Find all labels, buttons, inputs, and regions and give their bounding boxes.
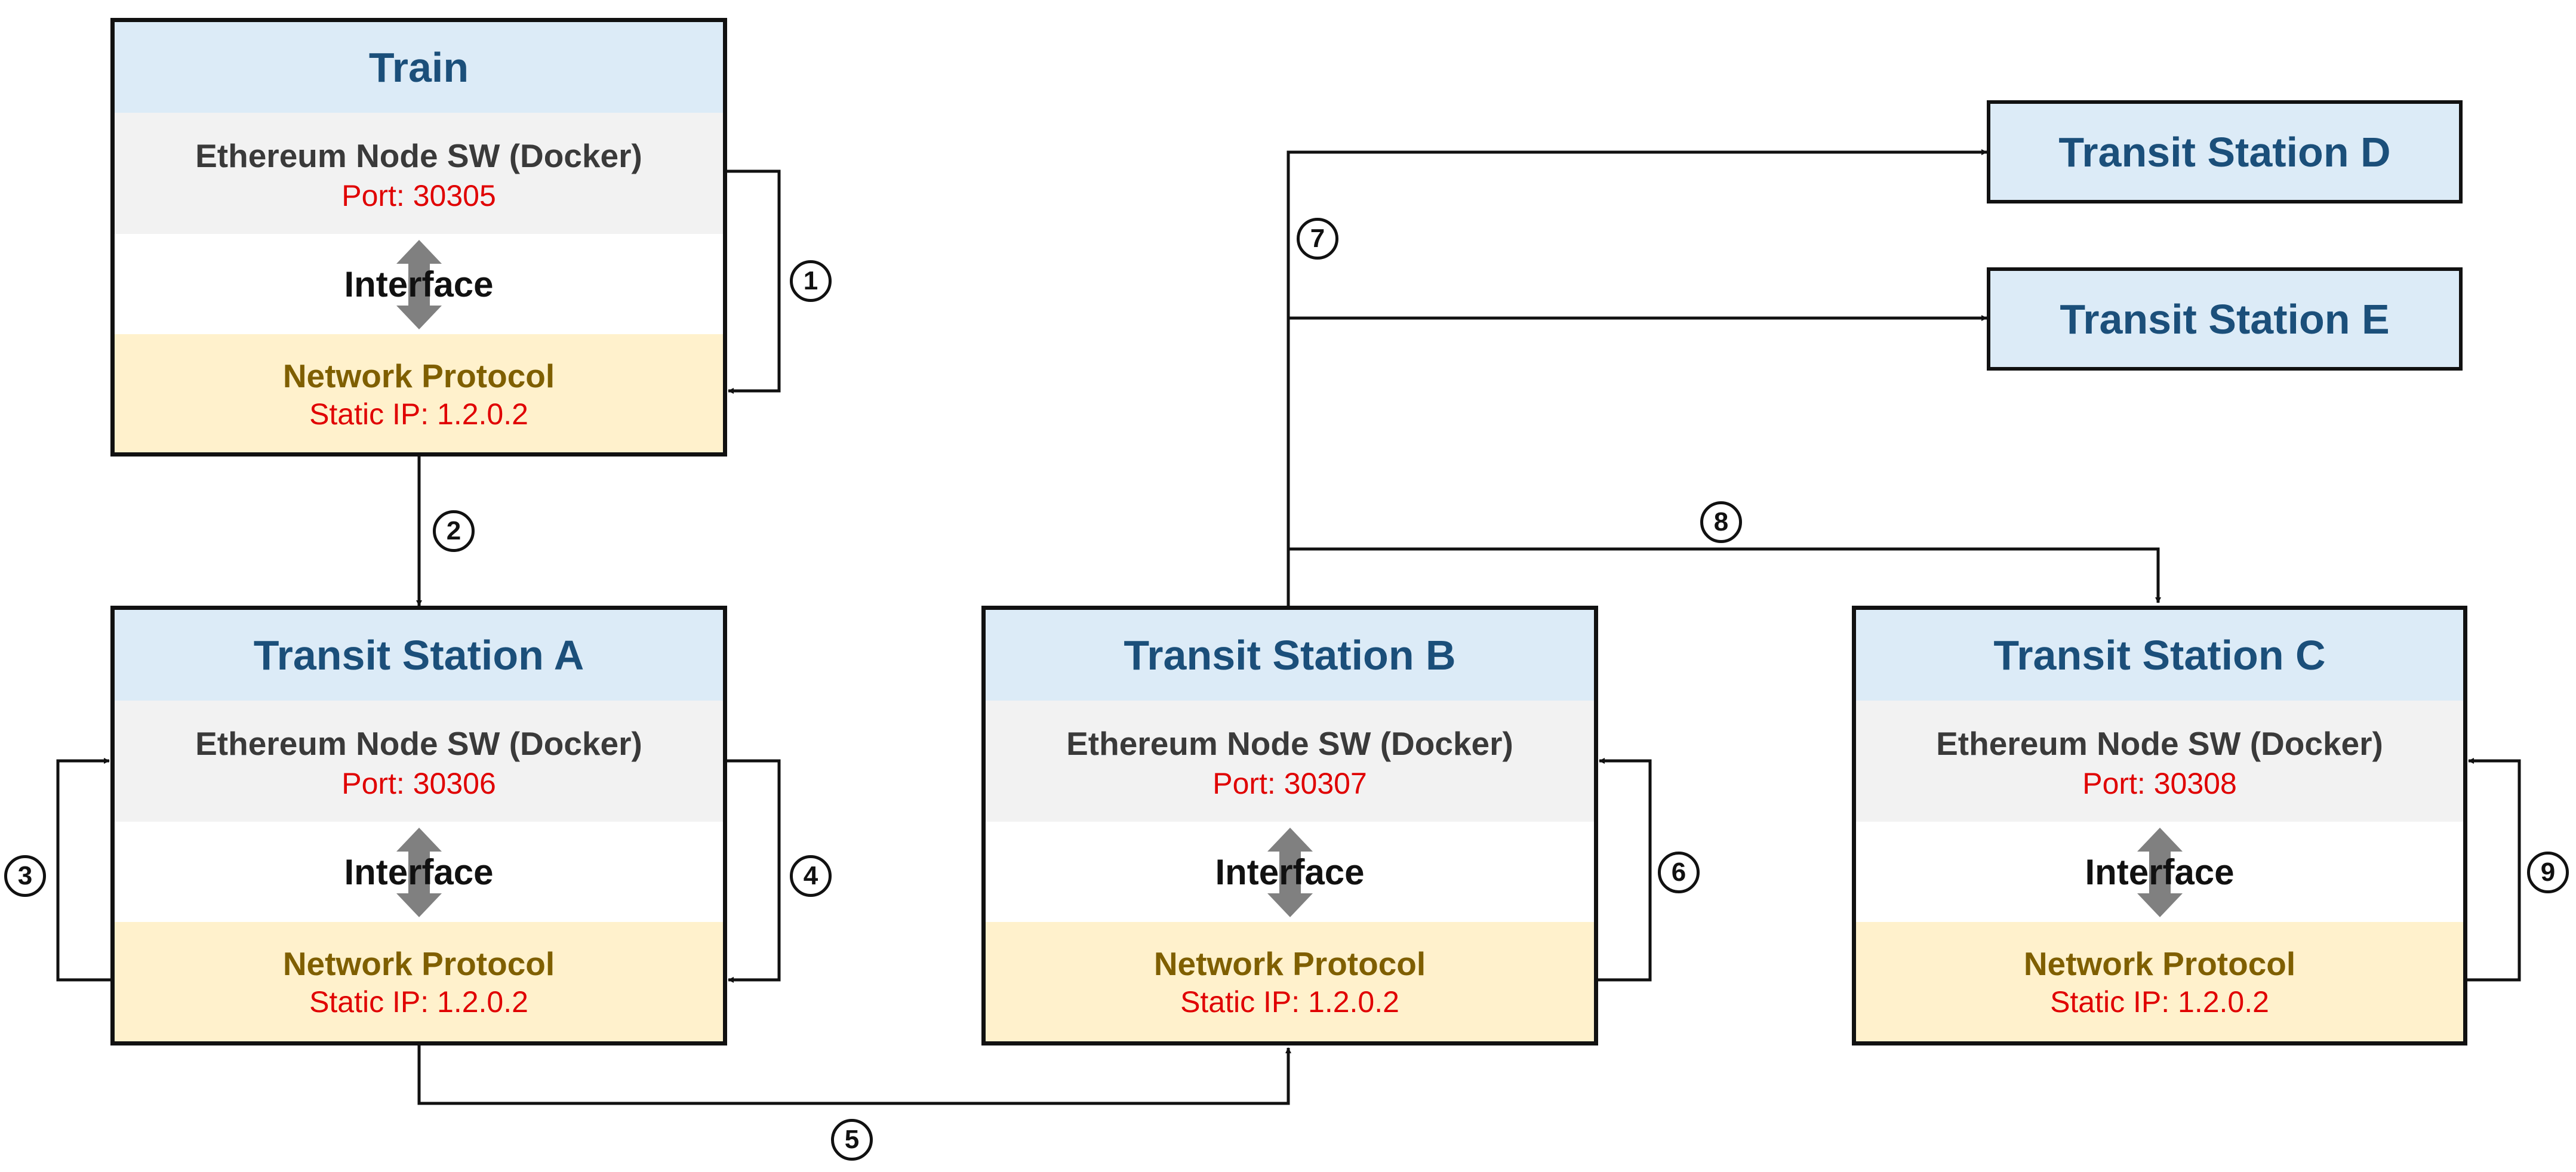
network-label: Network Protocol [2023,945,2296,982]
interface-layer: Interface [986,822,1594,922]
interface-label: Interface [1215,852,1365,892]
edge-8 [1288,547,2161,603]
node-station-c: Transit Station C Ethereum Node SW (Dock… [1852,606,2467,1045]
port-value: Port: 30305 [341,179,496,212]
interface-label: Interface [344,852,494,892]
interface-layer: Interface [1856,822,2463,922]
software-layer: Ethereum Node SW (Docker) Port: 30308 [1856,701,2463,822]
software-label: Ethereum Node SW (Docker) [195,137,642,174]
edge-3 [56,758,110,982]
step-marker-8: 8 [1700,501,1742,543]
edge-6 [1598,758,1652,982]
step-marker-4: 4 [790,855,832,897]
edge-9 [2467,758,2521,982]
interface-layer: Interface [115,822,723,922]
node-title: Transit Station C [1856,610,2463,701]
ip-value: Static IP: 1.2.0.2 [1180,985,1399,1019]
node-station-b: Transit Station B Ethereum Node SW (Dock… [981,606,1598,1045]
software-label: Ethereum Node SW (Docker) [195,725,642,762]
double-arrow-icon [1267,828,1313,917]
node-title: Transit Station B [986,610,1594,701]
step-marker-9: 9 [2527,852,2569,893]
interface-label: Interface [344,264,494,304]
node-title: Transit Station A [115,610,723,701]
network-label: Network Protocol [1153,945,1426,982]
port-value: Port: 30307 [1212,767,1367,800]
software-layer: Ethereum Node SW (Docker) Port: 30305 [115,113,723,234]
interface-label: Interface [2085,852,2235,892]
port-value: Port: 30306 [341,767,496,800]
software-layer: Ethereum Node SW (Docker) Port: 30307 [986,701,1594,822]
step-marker-5: 5 [831,1119,873,1161]
software-label: Ethereum Node SW (Docker) [1936,725,2383,762]
station-d: Transit Station D [1987,100,2463,203]
software-layer: Ethereum Node SW (Docker) Port: 30306 [115,701,723,822]
interface-layer: Interface [115,234,723,334]
network-layer: Network Protocol Static IP: 1.2.0.2 [115,334,723,452]
double-arrow-icon [2137,828,2183,917]
edge-1 [727,169,781,394]
edge-7 [1287,149,1987,606]
step-marker-7: 7 [1297,218,1338,260]
ip-value: Static IP: 1.2.0.2 [2050,985,2269,1019]
step-marker-2: 2 [433,510,475,552]
network-layer: Network Protocol Static IP: 1.2.0.2 [1856,922,2463,1041]
ip-value: Static IP: 1.2.0.2 [309,397,528,431]
node-title: Train [115,22,723,113]
node-train: Train Ethereum Node SW (Docker) Port: 30… [110,18,727,457]
step-marker-1: 1 [790,260,832,302]
double-arrow-icon [396,240,442,329]
node-station-a: Transit Station A Ethereum Node SW (Dock… [110,606,727,1045]
network-layer: Network Protocol Static IP: 1.2.0.2 [115,922,723,1041]
step-marker-6: 6 [1658,852,1700,893]
station-e: Transit Station E [1987,267,2463,371]
step-marker-3: 3 [4,855,46,897]
ip-value: Static IP: 1.2.0.2 [309,985,528,1019]
network-label: Network Protocol [282,357,555,394]
edge-5 [417,1045,1291,1105]
double-arrow-icon [396,828,442,917]
network-layer: Network Protocol Static IP: 1.2.0.2 [986,922,1594,1041]
edge-4 [727,759,781,983]
software-label: Ethereum Node SW (Docker) [1066,725,1513,762]
port-value: Port: 30308 [2082,767,2237,800]
network-label: Network Protocol [282,945,555,982]
